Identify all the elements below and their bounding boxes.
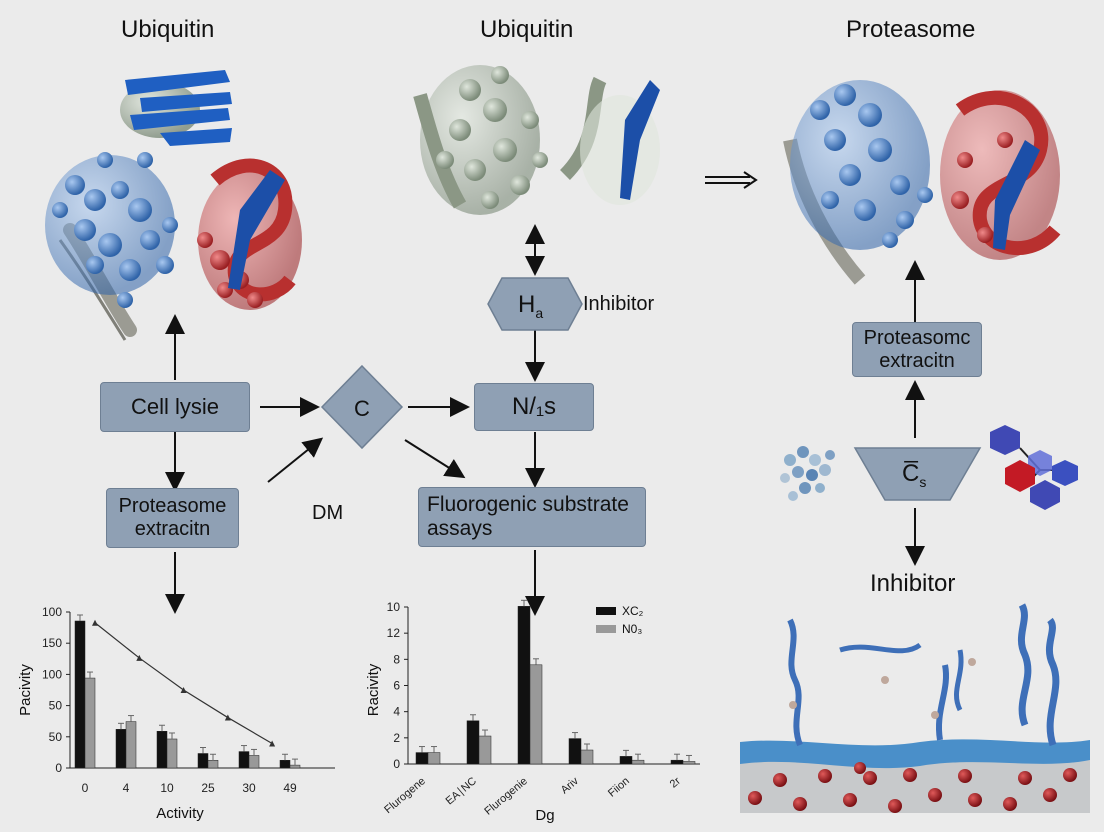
hexagon-molecule-icon <box>990 425 1078 510</box>
chart-0-trend-point <box>180 687 187 694</box>
chart-1-y-tick-label: 10 <box>387 600 401 614</box>
chart-1-y-tick-label: 6 <box>393 679 400 693</box>
chart-0-y-tick-label: 100 <box>42 667 62 681</box>
chart-1-bar <box>529 664 543 765</box>
proteasome-extract-right-box[interactable]: Proteasomc extracitn <box>852 322 982 377</box>
chart-0-y-axis-label: Pacivity <box>17 664 34 716</box>
chart-1-x-tick-label: Flurogene <box>382 775 428 816</box>
chart-0-bar <box>289 764 301 769</box>
chart-0-trend-point <box>269 740 276 747</box>
cs-trapezoid-subscript: s <box>919 473 927 490</box>
n-box[interactable]: N/₁s <box>474 383 594 431</box>
chart-0-bar <box>74 620 86 769</box>
chart-1-x-tick-label: Fiion <box>606 775 632 800</box>
chart-1-y-tick-label: 2 <box>393 731 400 745</box>
chart-0-trend-point <box>224 714 231 721</box>
chart-0-y-tick-label: 50 <box>49 699 63 713</box>
h-hexagon-label: Ha <box>518 291 544 321</box>
chart-1-bar <box>415 752 429 765</box>
chart-1-bar <box>580 749 594 765</box>
chart-1-x-tick-label: 2r <box>668 775 683 791</box>
title-ubiquitin-left: Ubiquitin <box>121 16 215 43</box>
inhibitor-label: Inhibitor <box>583 293 655 315</box>
membrane-illustration <box>740 603 1090 813</box>
chart-1-x-tick-label: EA∣NC <box>444 775 479 807</box>
chart-1-bar <box>517 606 531 765</box>
title-proteasome: Proteasome <box>846 16 976 43</box>
chart-1-bar <box>427 752 441 765</box>
cs-trapezoid-shape[interactable] <box>853 447 982 501</box>
proteasome-extract-left-box[interactable]: Proteasome extracitn <box>106 488 239 548</box>
chart-0-bar <box>197 753 209 769</box>
double-arrow-icon <box>705 171 758 189</box>
chart-0-bar <box>115 729 127 769</box>
chart-0-bar <box>156 730 168 769</box>
chart-0-bar <box>248 755 260 769</box>
chart-1-bar <box>568 738 582 765</box>
c-diamond-label: C <box>354 396 370 421</box>
chart-1-bar <box>631 759 645 765</box>
chart-1-legend-label: N0₃ <box>622 622 642 636</box>
chart-1-legend-swatch <box>596 607 616 615</box>
cs-trapezoid-label: C̅s <box>902 460 927 490</box>
chart-1-y-axis-label: Racivity <box>365 663 382 716</box>
chart-0-y-tick-label: 0 <box>55 761 62 775</box>
chart-0-x-tick-label: 10 <box>160 781 174 795</box>
chart-1-y-tick-label: 4 <box>393 705 400 719</box>
chart-0-x-tick-label: 49 <box>283 781 297 795</box>
chart-0-y-tick-label: 150 <box>42 636 62 650</box>
chart-1-y-tick-label: 0 <box>393 757 400 771</box>
chart-0-y-tick-label: 100 <box>42 605 62 619</box>
chart-1-y-tick-label: 8 <box>393 652 400 666</box>
dm-label: DM <box>312 502 344 524</box>
chart-0-x-tick-label: 4 <box>123 781 130 795</box>
ubiquitin-center-protein-image <box>413 65 660 215</box>
chart-1-bar <box>466 720 480 765</box>
c-diamond-shape[interactable] <box>320 364 404 450</box>
chart-1-legend-swatch <box>596 625 616 633</box>
chart-0-y-tick-label: 50 <box>49 730 63 744</box>
chart-0-bar <box>166 738 178 769</box>
h-hexagon-subscript: a <box>535 304 544 321</box>
chart-1-bar <box>670 759 684 765</box>
chart-0-bar <box>279 760 291 769</box>
chart-0-trend-line <box>94 622 273 745</box>
fluorogenic-assay-box[interactable]: Fluorogenic substrate assays <box>418 487 646 547</box>
chart-0-bar <box>125 721 137 769</box>
chart-0-x-axis-label: Activity <box>156 805 204 822</box>
chart-1-bar <box>619 756 633 765</box>
chart-1-x-tick-label: Ariv <box>559 775 582 797</box>
chart-1-legend-label: XC₂ <box>622 604 644 618</box>
chart-1-bar <box>478 735 492 765</box>
chart-0-trend-point <box>136 654 143 661</box>
inhibitor-right-label: Inhibitor <box>870 570 956 597</box>
cell-lysis-box[interactable]: Cell lysie <box>100 382 250 432</box>
title-ubiquitin-center: Ubiquitin <box>480 16 574 43</box>
chart-0-x-tick-label: 30 <box>242 781 256 795</box>
chart-1-x-axis-label: Dg <box>535 807 554 824</box>
chart-0-trend-point <box>92 619 98 626</box>
chart-0-bar <box>207 760 219 769</box>
h-hexagon-shape[interactable] <box>487 277 583 331</box>
chart-1-y-tick-label: 12 <box>387 626 401 640</box>
chart-0-x-tick-label: 0 <box>82 781 89 795</box>
chart-0-bar <box>238 751 250 769</box>
chart-0-x-tick-label: 25 <box>201 781 215 795</box>
chart-0-bar <box>84 677 96 769</box>
chart-1-x-tick-label: Flurogenie <box>482 775 530 818</box>
ubiquitin-left-protein-image <box>45 70 302 341</box>
proteasome-protein-image <box>783 80 1061 285</box>
chart-1-bar <box>682 761 696 765</box>
molecule-cluster-icon <box>780 446 835 501</box>
